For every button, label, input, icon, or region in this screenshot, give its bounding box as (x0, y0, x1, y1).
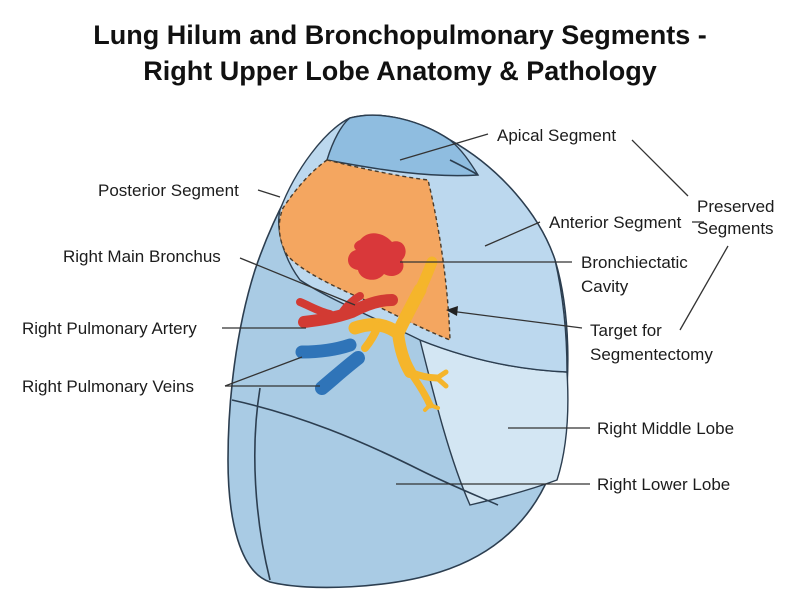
target-segment-border (278, 159, 451, 342)
leader-lines (222, 133, 729, 485)
target-arrow-head (446, 306, 458, 316)
pulmonary-artery (296, 292, 398, 328)
label-bronchiectatic-line-2: Cavity (581, 277, 629, 296)
label-right-middle-lobe: Right Middle Lobe (597, 419, 734, 438)
lower-divide-line (253, 387, 271, 581)
upper-lobe-fissure (449, 159, 479, 176)
bronchiectatic-cavity-region (348, 233, 406, 280)
label-preserved-line-1: Preserved (697, 197, 774, 216)
pulmonary-veins (295, 338, 365, 395)
page-title-line-1: Lung Hilum and Bronchopulmonary Segments… (93, 20, 707, 50)
label-right-pulmonary-artery: Right Pulmonary Artery (22, 319, 197, 338)
page-title-line-2: Right Upper Lobe Anatomy & Pathology (143, 56, 657, 86)
label-apical-segment: Apical Segment (497, 126, 616, 145)
label-target-line-2: Segmentectomy (590, 345, 713, 364)
label-preserved-line-2: Segments (697, 219, 774, 238)
label-right-lower-lobe: Right Lower Lobe (597, 475, 730, 494)
label-target-line-1: Target for (590, 321, 662, 340)
label-right-pulmonary-veins: Right Pulmonary Veins (22, 377, 194, 396)
label-anterior-segment: Anterior Segment (549, 213, 682, 232)
label-bronchiectatic-line-1: Bronchiectatic (581, 253, 688, 272)
bronchus-tree (348, 256, 449, 412)
label-posterior-segment: Posterior Segment (98, 181, 239, 200)
oblique-fissure (231, 399, 499, 506)
label-right-main-bronchus: Right Main Bronchus (63, 247, 221, 266)
